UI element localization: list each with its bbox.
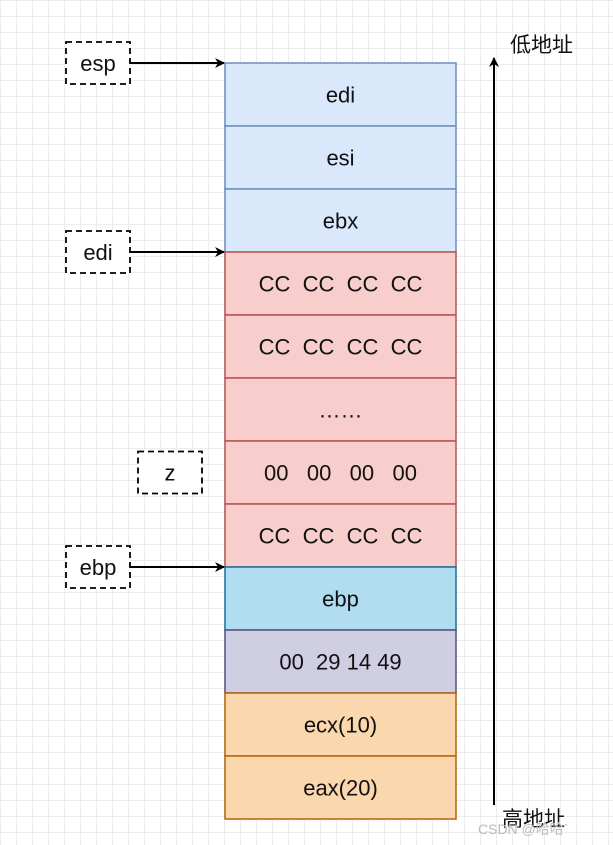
watermark: CSDN @哈哈` bbox=[478, 821, 568, 837]
stack-cell-box bbox=[224, 188, 457, 253]
stack-cell-8: ebp bbox=[224, 566, 457, 631]
stack-cell-box bbox=[224, 62, 457, 127]
stack-cell-box bbox=[224, 251, 457, 316]
stack-cell-11: eax(20) bbox=[224, 755, 457, 820]
pointer-esp: esp bbox=[65, 41, 225, 85]
stack-cell-text: ebp bbox=[322, 587, 359, 612]
stack-cell-1: esi bbox=[224, 125, 457, 190]
pointer-label: esp bbox=[80, 51, 115, 76]
stack-cell-text: esi bbox=[326, 146, 354, 171]
low-address-label: 低地址 bbox=[510, 33, 573, 57]
stack-cell-4: CC CC CC CC bbox=[224, 314, 457, 379]
stack-cell-3: CC CC CC CC bbox=[224, 251, 457, 316]
stack-cell-text: …… bbox=[319, 398, 363, 423]
pointer-box bbox=[65, 545, 131, 589]
stack-cell-box bbox=[224, 629, 457, 694]
pointer-z: z bbox=[137, 450, 203, 495]
stack-cell-5: …… bbox=[224, 377, 457, 442]
pointer-labels: esp edi z ebp bbox=[65, 41, 225, 589]
pointer-ebp: ebp bbox=[65, 545, 225, 589]
stack-cell-text: ebx bbox=[323, 209, 358, 234]
pointer-label: z bbox=[165, 461, 176, 486]
stack-cell-box bbox=[224, 377, 457, 442]
stack-cell-box bbox=[224, 125, 457, 190]
stack-cell-box bbox=[224, 755, 457, 820]
high-address-label: 高地址 bbox=[502, 807, 565, 831]
stack-cell-text: CC CC CC CC bbox=[259, 272, 423, 297]
stack-cell-0: edi bbox=[224, 62, 457, 127]
stack-cell-text: 00 00 00 00 bbox=[264, 461, 417, 486]
address-axis: 低地址 高地址 bbox=[489, 33, 573, 831]
stack-cells: edi esi ebx CC CC CC CC CC CC CC CC …… 00 00 0… bbox=[224, 62, 457, 820]
stack-cell-text: eax(20) bbox=[303, 776, 378, 801]
stack-cell-9: 00 29 14 49 bbox=[224, 629, 457, 694]
stack-cell-7: CC CC CC CC bbox=[224, 503, 457, 568]
stack-cell-2: ebx bbox=[224, 188, 457, 253]
stack-cell-box bbox=[224, 503, 457, 568]
pointer-label: ebp bbox=[80, 555, 117, 580]
stack-cell-text: edi bbox=[326, 83, 355, 108]
stack-cell-6: 00 00 00 00 bbox=[224, 440, 457, 505]
stack-cell-text: ecx(10) bbox=[304, 713, 377, 738]
stack-cell-10: ecx(10) bbox=[224, 692, 457, 757]
pointer-label: edi bbox=[83, 240, 112, 265]
stack-cell-text: CC CC CC CC bbox=[259, 524, 423, 549]
pointer-edi: edi bbox=[65, 230, 225, 274]
stack-cell-box bbox=[224, 692, 457, 757]
stack-cell-text: 00 29 14 49 bbox=[279, 650, 401, 675]
pointer-box bbox=[137, 450, 203, 495]
stack-cell-text: CC CC CC CC bbox=[259, 335, 423, 360]
